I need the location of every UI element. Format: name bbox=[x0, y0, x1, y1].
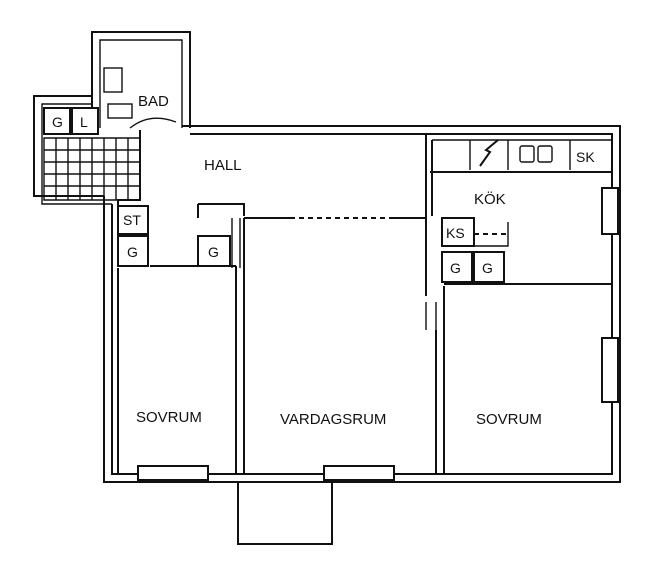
interior-walls bbox=[117, 134, 612, 474]
room-label-hall: HALL bbox=[204, 157, 242, 174]
hall-closets bbox=[117, 203, 245, 268]
fixture-label-sk: SK bbox=[576, 149, 595, 165]
fixture-label-st: ST bbox=[123, 212, 141, 228]
fixture-label-g-hall-1: G bbox=[127, 244, 138, 260]
fixture-label-l-top: L bbox=[80, 114, 88, 130]
room-label-bad: BAD bbox=[138, 93, 169, 110]
windows bbox=[137, 187, 619, 481]
fixture-label-g-kitchen-1: G bbox=[450, 260, 461, 276]
fixture-label-g-kitchen-2: G bbox=[482, 260, 493, 276]
bathroom-walls bbox=[91, 31, 191, 130]
room-label-sovrum-right: SOVRUM bbox=[476, 411, 542, 428]
outer-walls bbox=[33, 95, 621, 483]
fixture-label-g-top: G bbox=[52, 114, 63, 130]
room-label-kok: KÖK bbox=[474, 190, 506, 208]
fixture-label-ks: KS bbox=[446, 225, 465, 241]
utility-area bbox=[43, 107, 141, 212]
fixture-label-g-hall-2: G bbox=[208, 244, 219, 260]
balcony bbox=[237, 482, 333, 545]
room-label-sovrum-left: SOVRUM bbox=[136, 409, 202, 426]
kitchen-fixtures bbox=[432, 139, 612, 283]
room-label-vardagsrum: VARDAGSRUM bbox=[280, 411, 386, 428]
